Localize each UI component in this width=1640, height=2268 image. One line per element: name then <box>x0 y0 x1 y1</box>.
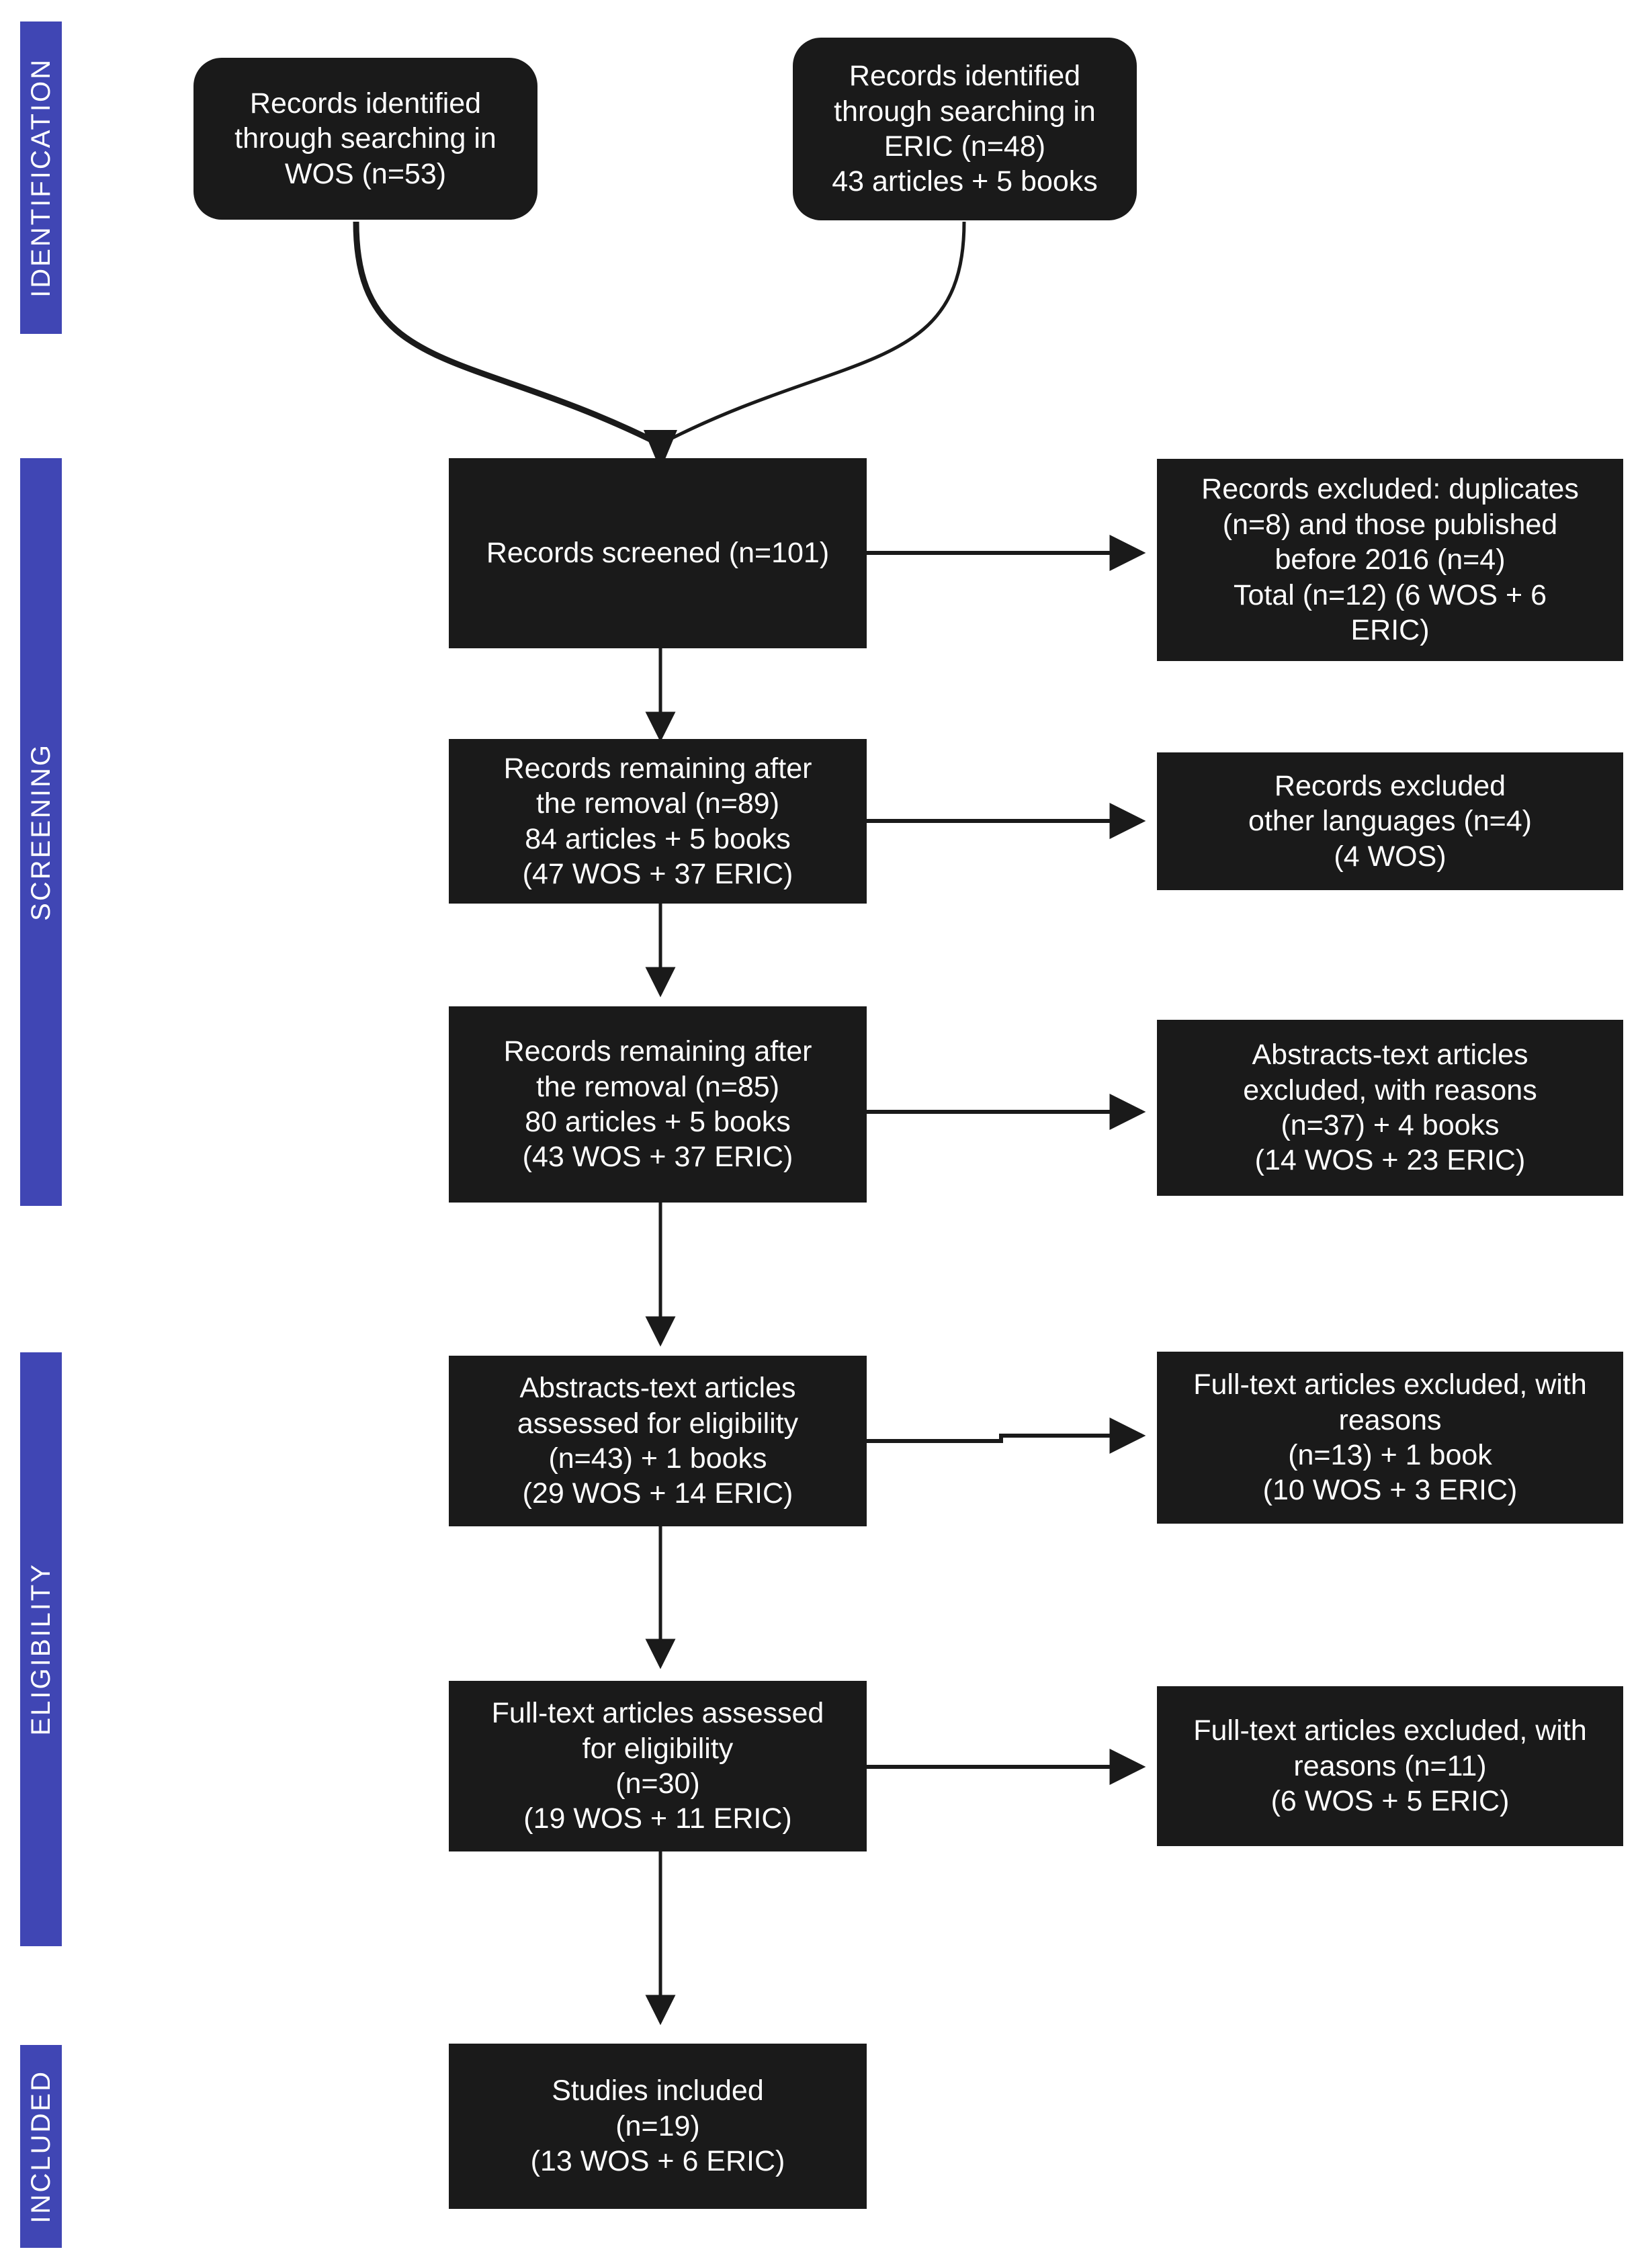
stage-label-screening: SCREENING <box>26 743 56 921</box>
connector-wos-to-screened <box>353 221 660 447</box>
stage-bar-screening: SCREENING <box>20 458 62 1206</box>
stage-bar-included: INCLUDED <box>20 2045 62 2248</box>
box-eric-identified-text: Records identified through searching in … <box>832 60 1098 198</box>
connector-abstracts-to-fulltext-excluded <box>860 1418 1146 1454</box>
stage-label-identification: IDENTIFICATION <box>26 58 56 298</box>
box-wos-identified-text: Records identified through searching in … <box>234 87 497 190</box>
box-studies-included[interactable]: Studies included (n=19) (13 WOS + 6 ERIC… <box>449 2044 867 2209</box>
box-remaining-85-text: Records remaining after the removal (n=8… <box>503 1035 812 1174</box>
box-studies-included-text: Studies included (n=19) (13 WOS + 6 ERIC… <box>530 2075 785 2178</box>
box-excluded-languages[interactable]: Records excluded other languages (n=4) (… <box>1157 752 1623 890</box>
stage-bar-eligibility: ELIGIBILITY <box>20 1352 62 1946</box>
box-excluded-languages-text: Records excluded other languages (n=4) (… <box>1248 769 1532 873</box>
box-records-screened-text: Records screened (n=101) <box>486 537 830 570</box>
box-fulltext-excluded-11[interactable]: Full-text articles excluded, with reason… <box>1157 1686 1623 1846</box>
box-abstracts-assessed[interactable]: Abstracts-text articles assessed for eli… <box>449 1356 867 1526</box>
stage-label-eligibility: ELIGIBILITY <box>26 1563 56 1736</box>
box-remaining-85[interactable]: Records remaining after the removal (n=8… <box>449 1006 867 1203</box>
connector-eric-to-screened <box>660 221 966 445</box>
box-abstracts-excluded-text: Abstracts-text articles excluded, with r… <box>1243 1039 1537 1177</box>
box-wos-identified[interactable]: Records identified through searching in … <box>193 58 537 220</box>
box-records-excluded-duplicates[interactable]: Records excluded: duplicates (n=8) and t… <box>1157 459 1623 661</box>
box-fulltext-excluded-13-text: Full-text articles excluded, with reason… <box>1193 1368 1587 1507</box>
box-remaining-89[interactable]: Records remaining after the removal (n=8… <box>449 739 867 904</box>
box-fulltext-assessed-text: Full-text articles assessed for eligibil… <box>491 1697 824 1835</box>
box-fulltext-excluded-13[interactable]: Full-text articles excluded, with reason… <box>1157 1352 1623 1524</box>
stage-bar-identification: IDENTIFICATION <box>20 21 62 334</box>
box-fulltext-assessed[interactable]: Full-text articles assessed for eligibil… <box>449 1681 867 1851</box>
box-fulltext-excluded-11-text: Full-text articles excluded, with reason… <box>1193 1714 1587 1818</box>
box-eric-identified[interactable]: Records identified through searching in … <box>793 38 1137 220</box>
box-records-excluded-duplicates-text: Records excluded: duplicates (n=8) and t… <box>1201 473 1579 647</box>
box-records-screened[interactable]: Records screened (n=101) <box>449 458 867 648</box>
box-abstracts-excluded[interactable]: Abstracts-text articles excluded, with r… <box>1157 1020 1623 1196</box>
stage-label-included: INCLUDED <box>26 2069 56 2224</box>
box-remaining-89-text: Records remaining after the removal (n=8… <box>503 752 812 890</box>
box-abstracts-assessed-text: Abstracts-text articles assessed for eli… <box>517 1372 799 1510</box>
